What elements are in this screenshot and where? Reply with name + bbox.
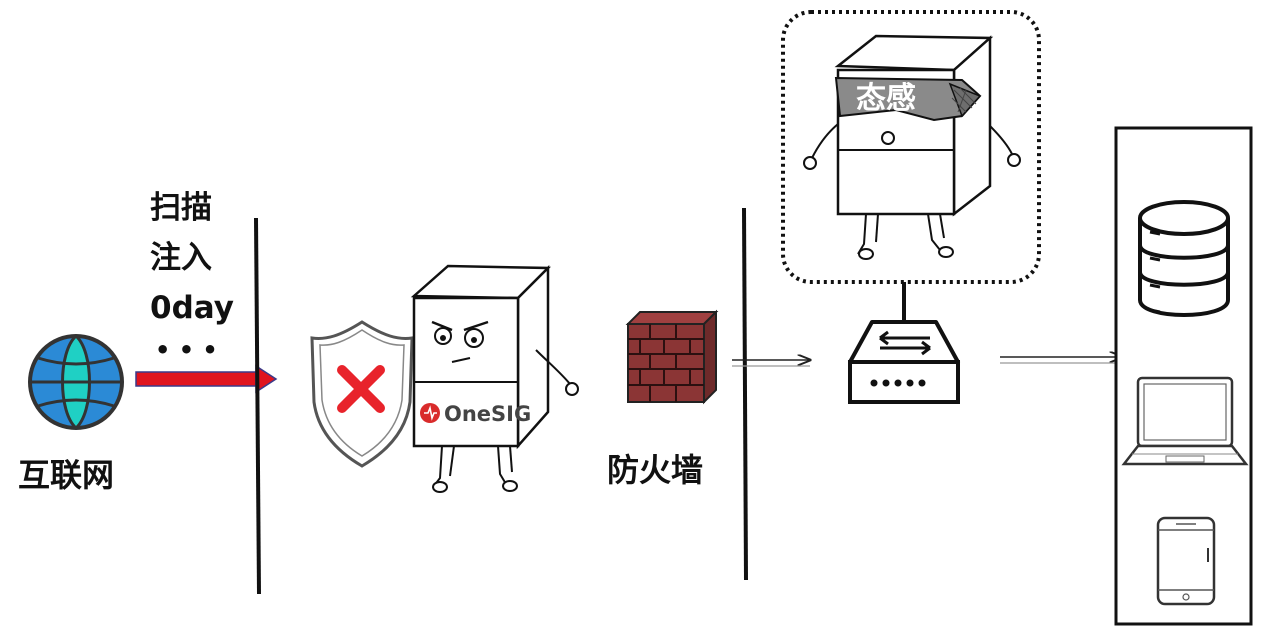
red-x-icon	[337, 365, 385, 413]
attack-label-inject: 注入	[150, 240, 212, 276]
internet-label: 互联网	[18, 456, 114, 494]
situational-awareness-label: 态感	[856, 81, 916, 116]
flow-arrow-switch-to-endpoints	[1000, 357, 1122, 364]
attack-label-ellipsis: • • •	[155, 336, 218, 364]
brick-firewall-icon	[625, 309, 719, 405]
attack-label-scan: 扫描	[150, 190, 212, 226]
onesig-logo-text: OneSIG	[444, 402, 531, 426]
firewall-label: 防火墙	[607, 451, 703, 489]
boundary-line-right	[742, 207, 748, 581]
database-icon	[1138, 200, 1230, 317]
situational-awareness-box	[781, 10, 1041, 284]
smartphone-icon	[1156, 516, 1216, 606]
situational-awareness-robot: 态感	[803, 34, 1021, 260]
onesig-robot: OneSIG	[410, 264, 579, 493]
flow-arrow-firewall-to-switch	[732, 360, 810, 367]
globe-icon	[28, 333, 124, 431]
boundary-line-left	[254, 217, 261, 595]
laptop-icon	[1121, 376, 1249, 466]
red-arrow	[135, 364, 278, 394]
network-switch-icon	[848, 320, 960, 404]
attack-label-0day: 0day	[150, 290, 234, 326]
